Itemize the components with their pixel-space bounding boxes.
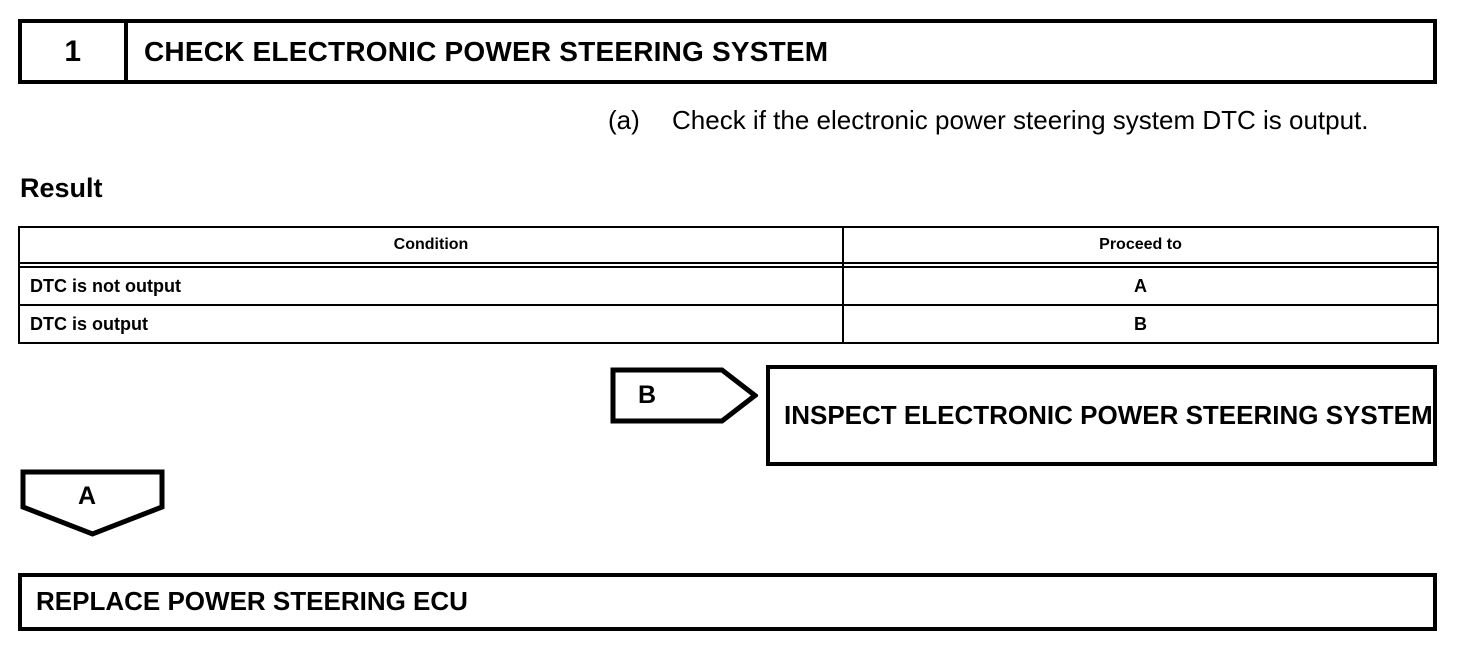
result-table: Condition Proceed to DTC is not output A… [18,226,1439,344]
table-row: DTC is not output A [18,266,1439,306]
connector-b: B [610,367,758,424]
action-box-replace: REPLACE POWER STEERING ECU [18,573,1437,631]
arrow-right-icon [610,367,758,424]
instruction-text: Check if the electronic power steering s… [672,105,1369,135]
table-header-row: Condition Proceed to [18,226,1439,264]
condition-cell: DTC is output [18,304,844,344]
header-rule-right [842,263,1439,268]
connector-b-label: B [638,381,657,409]
connector-a-label: A [78,482,97,510]
connector-a: A [20,469,165,537]
result-label: Result [20,173,103,203]
step-header: 1 CHECK ELECTRONIC POWER STEERING SYSTEM [18,19,1437,84]
step-number: 1 [22,23,128,80]
condition-cell: DTC is not output [18,266,844,306]
column-header-condition: Condition [18,226,844,264]
table-row: DTC is output B [18,304,1439,344]
header-double-rule [18,263,1439,268]
action-box-inspect: INSPECT ELECTRONIC POWER STEERING SYSTEM [766,365,1437,466]
header-rule-left [18,263,844,268]
arrow-down-icon [20,469,165,537]
column-header-proceed-to: Proceed to [842,226,1439,264]
step-title: CHECK ELECTRONIC POWER STEERING SYSTEM [144,35,829,67]
instruction-marker: (a) [608,105,640,135]
instruction: (a) Check if the electronic power steeri… [608,103,1408,138]
proceed-cell: A [842,266,1439,306]
proceed-cell: B [842,304,1439,344]
